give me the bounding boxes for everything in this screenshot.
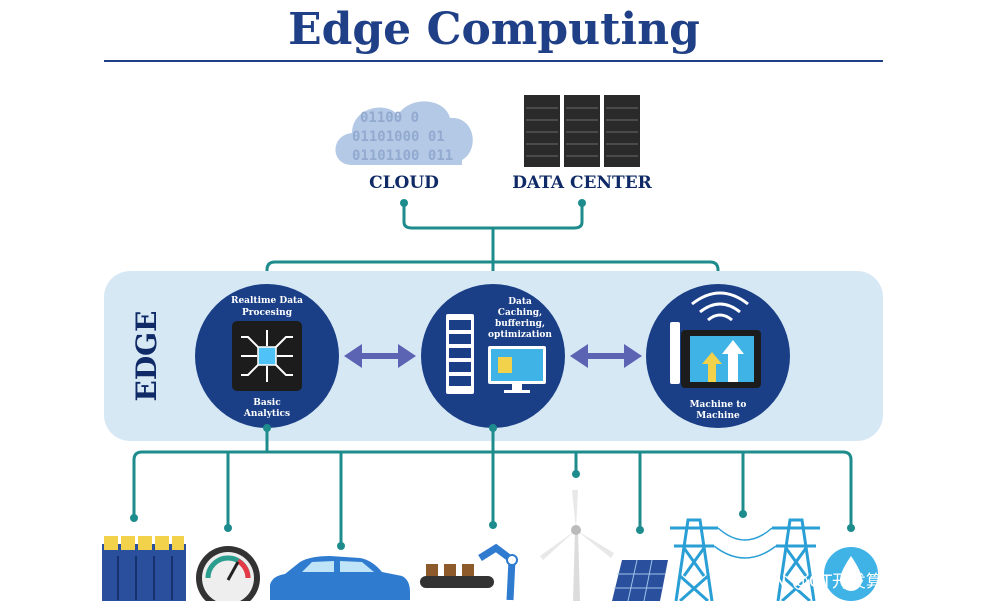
middle-line2: Caching, bbox=[498, 308, 542, 318]
page-title: Edge Computing bbox=[288, 4, 700, 55]
middle-line3: buffering, bbox=[495, 319, 545, 329]
left-bottom-line1: Basic bbox=[253, 398, 281, 408]
datacenter-label: DATA CENTER bbox=[512, 173, 652, 193]
battery-pack-icon bbox=[102, 536, 186, 601]
right-bottom-line1: Machine to bbox=[690, 400, 747, 410]
right-bottom-line2: Machine bbox=[696, 411, 740, 421]
left-bottom-line2: Analytics bbox=[243, 409, 290, 419]
server-rack-icon bbox=[524, 95, 640, 167]
left-top-line2: Procesing bbox=[242, 308, 293, 318]
wind-turbine-icon bbox=[540, 490, 614, 601]
water-drop-icon bbox=[824, 547, 878, 601]
gauge-icon bbox=[196, 546, 260, 601]
bottom-connectors bbox=[132, 428, 853, 546]
connector-nodes bbox=[130, 424, 855, 550]
cloud-label: CLOUD bbox=[369, 173, 439, 193]
power-pylon-icon bbox=[670, 518, 820, 601]
double-arrow-icon-right bbox=[570, 344, 642, 368]
cloud-node bbox=[400, 199, 408, 207]
wifi-icon bbox=[691, 291, 749, 322]
datacenter-node bbox=[578, 199, 586, 207]
left-top-line1: Realtime Data bbox=[231, 296, 303, 306]
car-icon bbox=[270, 556, 410, 600]
monitor-icon bbox=[488, 346, 546, 393]
cloud-binary-2: 01101000 01 bbox=[352, 129, 445, 145]
cloud-icon: 01100 0 01101000 01 01101100 011 bbox=[335, 101, 473, 165]
double-arrow-icon-left bbox=[344, 344, 416, 368]
solar-panel-icon bbox=[612, 559, 668, 601]
cloud-binary-3: 01101100 011 bbox=[352, 148, 453, 164]
chip-icon bbox=[232, 321, 302, 391]
watermark: CSDN @GT开发算法工程师 bbox=[738, 572, 951, 592]
middle-line4: optimization bbox=[488, 330, 552, 340]
server-stack-icon bbox=[446, 314, 474, 394]
robot-arm-conveyor-icon bbox=[420, 543, 518, 601]
tablet-icon bbox=[670, 322, 761, 388]
edge-label: EDGE bbox=[130, 311, 163, 402]
middle-line1: Data bbox=[508, 297, 532, 307]
cloud-binary-1: 01100 0 bbox=[360, 110, 419, 126]
